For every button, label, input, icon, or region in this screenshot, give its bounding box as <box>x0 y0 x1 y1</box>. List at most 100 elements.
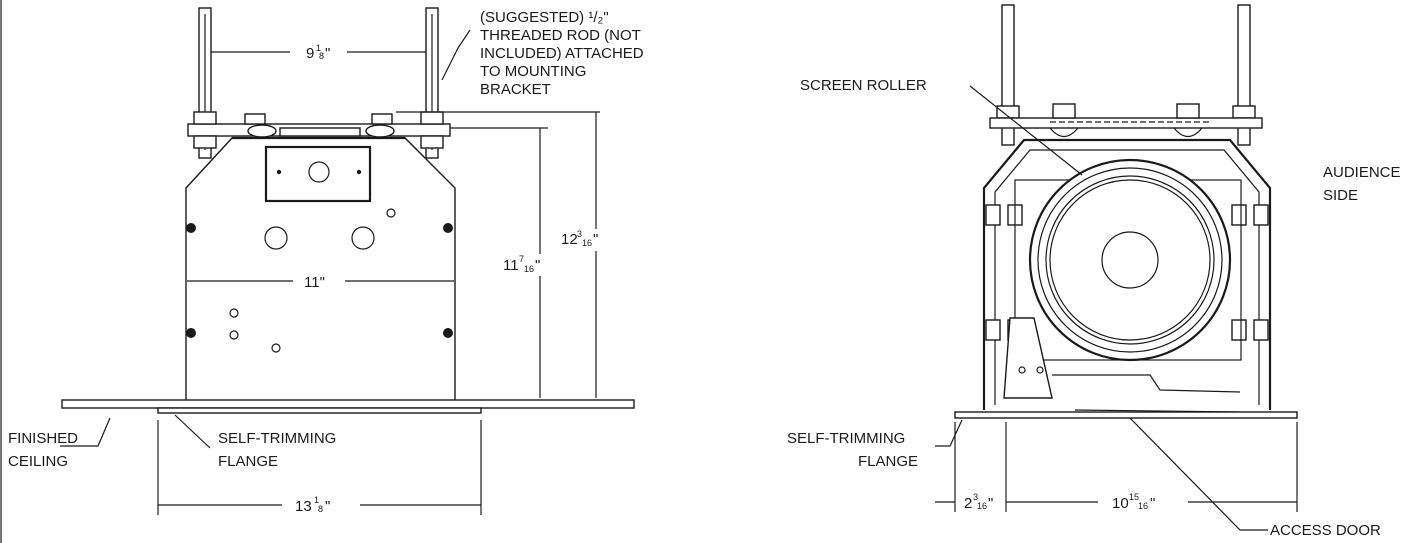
rod-note-line-4: TO MOUNTING <box>480 63 586 80</box>
nut <box>420 111 444 125</box>
dim-offset-num: 3 <box>973 492 978 502</box>
dim-height-b-unit: " <box>593 231 598 248</box>
bracket-hook <box>1049 127 1079 138</box>
side-bracket <box>1253 319 1269 341</box>
side-screw <box>186 223 196 233</box>
dim-width-whole: 10 <box>1112 495 1129 512</box>
dim-height-a-den: 16 <box>524 264 534 274</box>
dim-height-b-den: 16 <box>582 238 592 248</box>
dim-height-a-unit: " <box>535 257 540 274</box>
mounting-hole <box>386 208 396 218</box>
dim-rod-spacing-unit: " <box>325 45 330 62</box>
side-screw <box>443 328 453 338</box>
side-bracket <box>1253 204 1269 226</box>
mounting-hole <box>229 308 239 318</box>
label-audience-line-1: AUDIENCE <box>1323 164 1401 181</box>
leader-line <box>174 414 211 449</box>
housing-inner-wall <box>994 149 1260 405</box>
dim-flange-width-whole: 13 <box>295 498 312 515</box>
leader-line <box>1129 417 1268 531</box>
dim-height-a-num: 7 <box>519 254 524 264</box>
dim-rod-spacing-den: 8 <box>319 51 324 61</box>
nut <box>1232 105 1256 119</box>
dim-height-b-num: 3 <box>577 229 582 239</box>
rod-note-line-2: THREADED ROD (NOT <box>480 27 641 44</box>
side-bracket <box>985 319 1001 341</box>
dim-flange-width-num: 1 <box>314 495 319 505</box>
self-trimming-flange <box>157 407 482 414</box>
left-elevation-view: 9 1 8 " (SUGGESTED) ¹/₂" THREADED ROD (N… <box>8 7 644 515</box>
dim-offset-unit: " <box>988 495 993 512</box>
dim-label-bg <box>560 229 604 251</box>
label-flange-line-2: FLANGE <box>218 453 278 470</box>
dim-height-a-whole: 11 <box>503 257 519 274</box>
bracket-hole <box>1036 366 1044 374</box>
dim-rod-spacing-whole: 9 <box>306 45 314 62</box>
knockout-hole <box>264 226 288 250</box>
bracket-slot <box>365 124 395 138</box>
screen-roller-outer <box>1028 158 1232 362</box>
junction-box <box>264 145 372 203</box>
bolt-head <box>371 113 393 125</box>
bolt <box>1052 103 1076 119</box>
leader-line <box>441 29 471 81</box>
leader-line <box>969 85 1083 176</box>
bracket-rib <box>279 127 361 137</box>
nut <box>193 135 217 149</box>
bolt-head <box>244 113 266 125</box>
label-audience-line-2: SIDE <box>1323 187 1358 204</box>
mounting-hole <box>229 330 239 340</box>
side-bracket <box>1231 204 1247 226</box>
dim-offset-whole: 2 <box>964 495 972 512</box>
label-screen-roller: SCREEN ROLLER <box>800 77 927 94</box>
right-section-view: SCREEN ROLLER AUDIENCE SIDE SELF-TRIMMIN… <box>787 4 1401 539</box>
housing-outline <box>982 138 1272 410</box>
bolt <box>1176 103 1200 119</box>
leader-line <box>60 417 111 447</box>
mounting-hole <box>271 343 281 353</box>
roller-hub <box>1101 231 1159 289</box>
dim-flange-width-den: 8 <box>318 504 323 514</box>
side-bracket <box>985 204 1001 226</box>
bracket-hole <box>1018 366 1026 374</box>
dim-width-den: 16 <box>1138 501 1148 511</box>
screen-roller-tube <box>1049 179 1211 341</box>
dim-offset-den: 16 <box>977 501 987 511</box>
screw <box>356 169 362 175</box>
dim-flange-width-unit: " <box>325 498 330 515</box>
label-access-door: ACCESS DOOR <box>1270 522 1381 539</box>
knockout-hole <box>351 226 375 250</box>
self-trimming-flange <box>954 411 1298 419</box>
label-flange-line-2: FLANGE <box>858 453 918 470</box>
side-bracket <box>1231 319 1247 341</box>
label-ceiling-line-2: CEILING <box>8 453 68 470</box>
label-ceiling-line-1: FINISHED <box>8 430 78 447</box>
dim-rod-spacing-num: 1 <box>316 43 321 53</box>
screen-roller-ring <box>1045 175 1215 345</box>
dim-label-bg <box>500 254 544 276</box>
dim-width-num: 15 <box>1129 492 1139 502</box>
dim-body-width: 11" <box>304 274 325 291</box>
screen-path <box>1052 374 1241 393</box>
rod-note-line-5: BRACKET <box>480 81 551 98</box>
bracket-slot <box>247 124 277 138</box>
leader-line <box>935 419 963 447</box>
side-screw <box>443 223 453 233</box>
rod-note-line-3: INCLUDED) ATTACHED <box>480 45 644 62</box>
dim-width-unit: " <box>1150 495 1155 512</box>
knockout-hole <box>308 161 330 183</box>
mounting-bracket <box>989 117 1263 129</box>
rod-note-line-1: (SUGGESTED) ¹/₂" <box>480 9 609 26</box>
screw <box>276 169 282 175</box>
dim-height-b-whole: 12 <box>561 231 578 248</box>
label-flange-line-1: SELF-TRIMMING <box>787 430 905 447</box>
nut <box>420 135 444 149</box>
screen-roller-ring <box>1037 167 1223 353</box>
motor-bracket <box>1003 317 1053 399</box>
nut <box>193 111 217 125</box>
side-screw <box>186 328 196 338</box>
bracket-hook <box>1173 127 1203 138</box>
label-flange-line-1: SELF-TRIMMING <box>218 430 336 447</box>
